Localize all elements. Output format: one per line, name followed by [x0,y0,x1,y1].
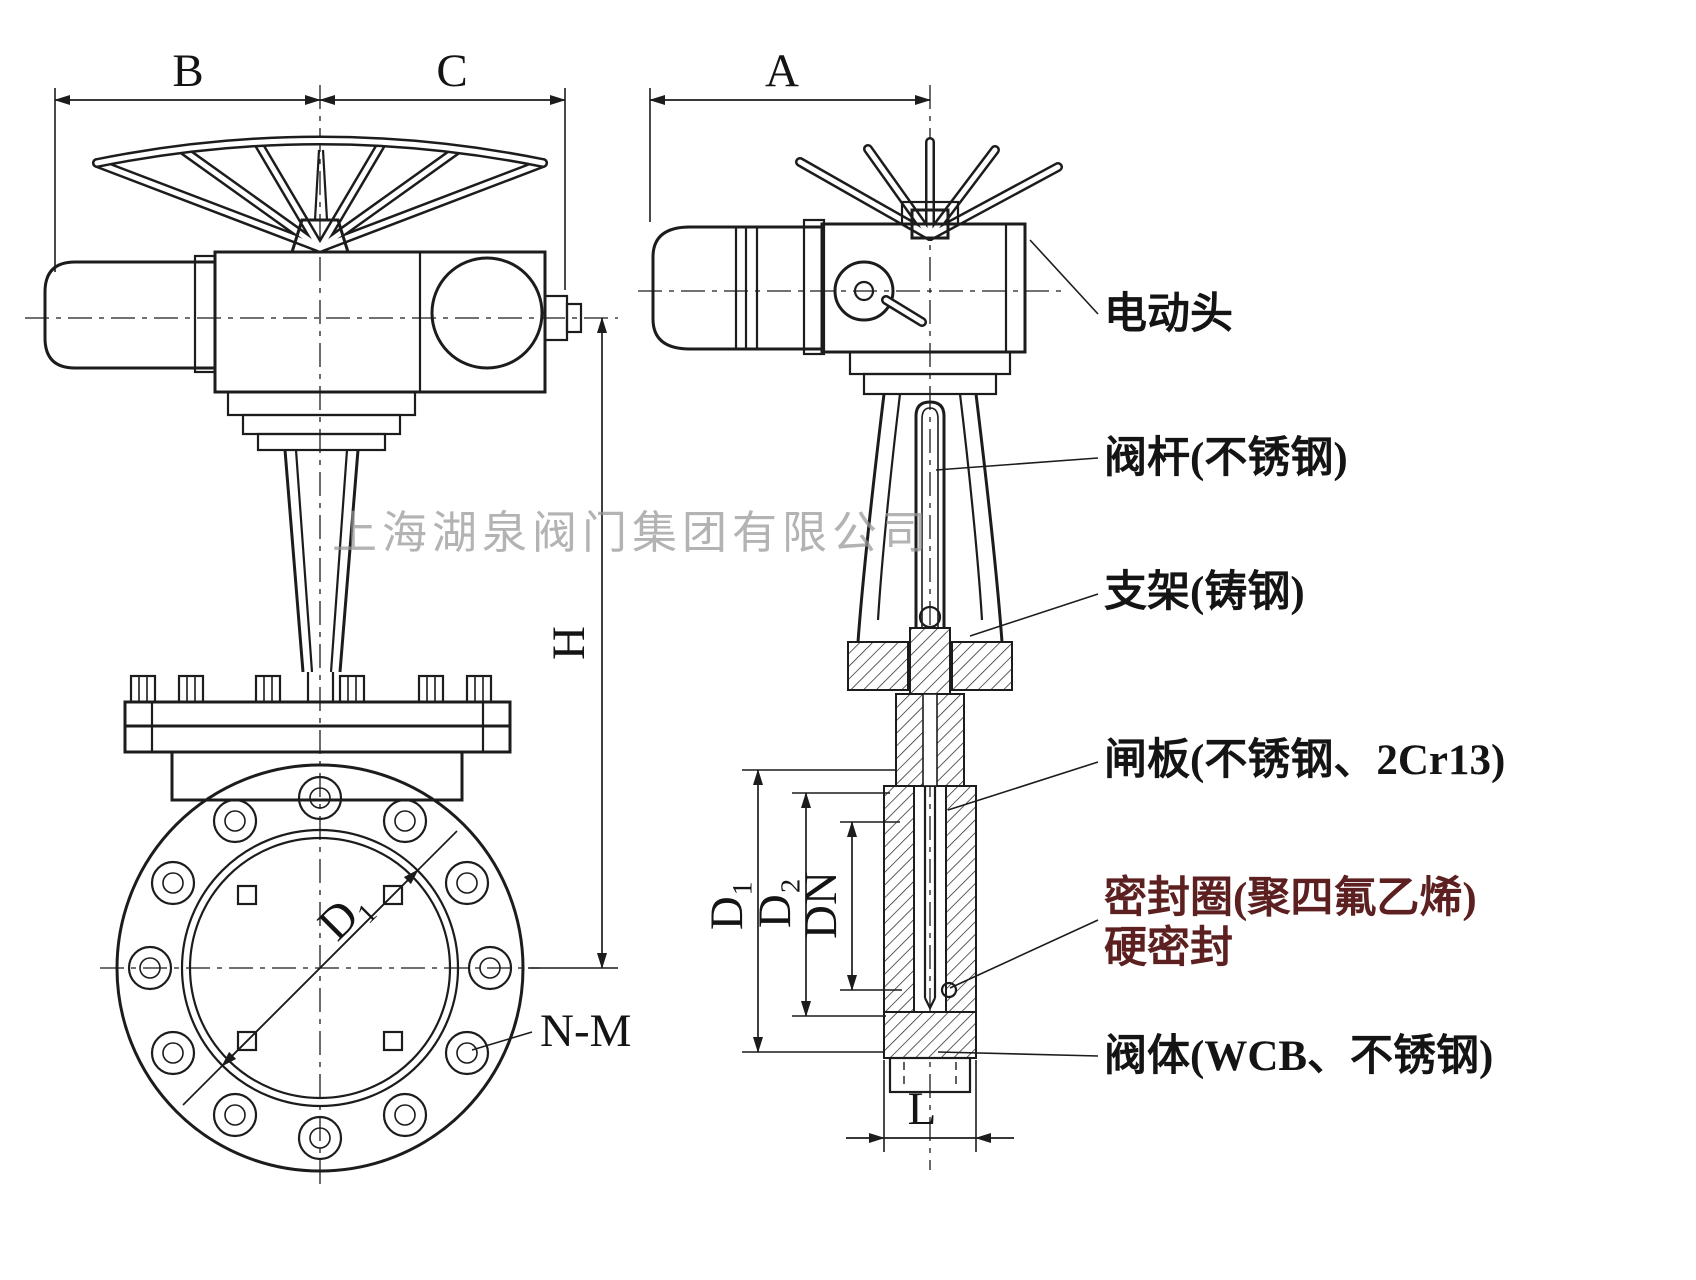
dim-label-d1-front: D₁ [308,878,380,950]
actuator-dial-front [430,256,544,370]
part-label-bracket: 支架(铸钢) [1104,568,1305,616]
actuator-front [43,250,583,452]
dimension-d1-side: D₁ [701,769,896,1053]
packing-side [895,693,965,787]
dim-label-h: H [543,626,595,660]
flange-bolt-holes [127,775,513,1161]
bracket-side [847,393,1013,691]
leader-lines [935,239,1099,1057]
dimension-b-c: B C [54,45,566,290]
dim-label-c: C [436,45,467,97]
dim-label-dn: DN [795,871,847,939]
part-label-seal-line1: 密封圈(聚四氟乙烯) [1104,874,1477,922]
flange-bolts [129,674,493,704]
stem-nut [909,627,951,695]
dimension-d2: D₂ [749,792,890,1017]
bracket-foot-left [847,641,909,691]
front-view: B C [25,45,631,1185]
dim-label-l: L [908,1083,937,1135]
part-label-body: 阀体(WCB、不锈钢) [1104,1032,1493,1080]
part-label-stem: 阀杆(不锈钢) [1104,434,1348,482]
side-view: A [638,45,1505,1170]
dim-label-b: B [172,45,203,97]
part-label-seal-line2: 硬密封 [1104,924,1233,972]
actuator-side [651,200,1027,396]
dim-label-d2: D₂ [749,878,801,928]
dimension-h: H [528,317,618,969]
motor-side [651,225,822,351]
dimension-l: L [846,1060,1014,1152]
bonnet-flange-front [123,674,512,802]
actuator-knob [833,260,895,322]
body-side [883,785,977,1094]
part-label-gate: 闸板(不锈钢、2Cr13) [1104,736,1505,784]
body-bottom-flange [883,1011,977,1059]
handwheel-front [92,135,548,254]
dimension-a: A [649,45,931,222]
yoke-front [283,449,360,702]
motor-front [43,260,215,370]
seal-ring [940,981,958,999]
bracket-foot-right [951,641,1013,691]
dimension-dn: DN [795,821,902,991]
dim-label-n-m: N-M [540,1005,631,1057]
callout-n-m: N-M [471,1005,631,1057]
dim-label-d1-side: D₁ [701,880,753,930]
part-label-actuator: 电动头 [1104,290,1233,338]
stem-side [909,400,951,695]
watermark: 上海湖泉阀门集团有限公司 [332,508,932,558]
part-labels: 电动头 阀杆(不锈钢) 支架(铸钢) 闸板(不锈钢、2Cr13) 密封圈(聚四氟… [1104,290,1505,1080]
dim-label-a: A [765,45,799,97]
